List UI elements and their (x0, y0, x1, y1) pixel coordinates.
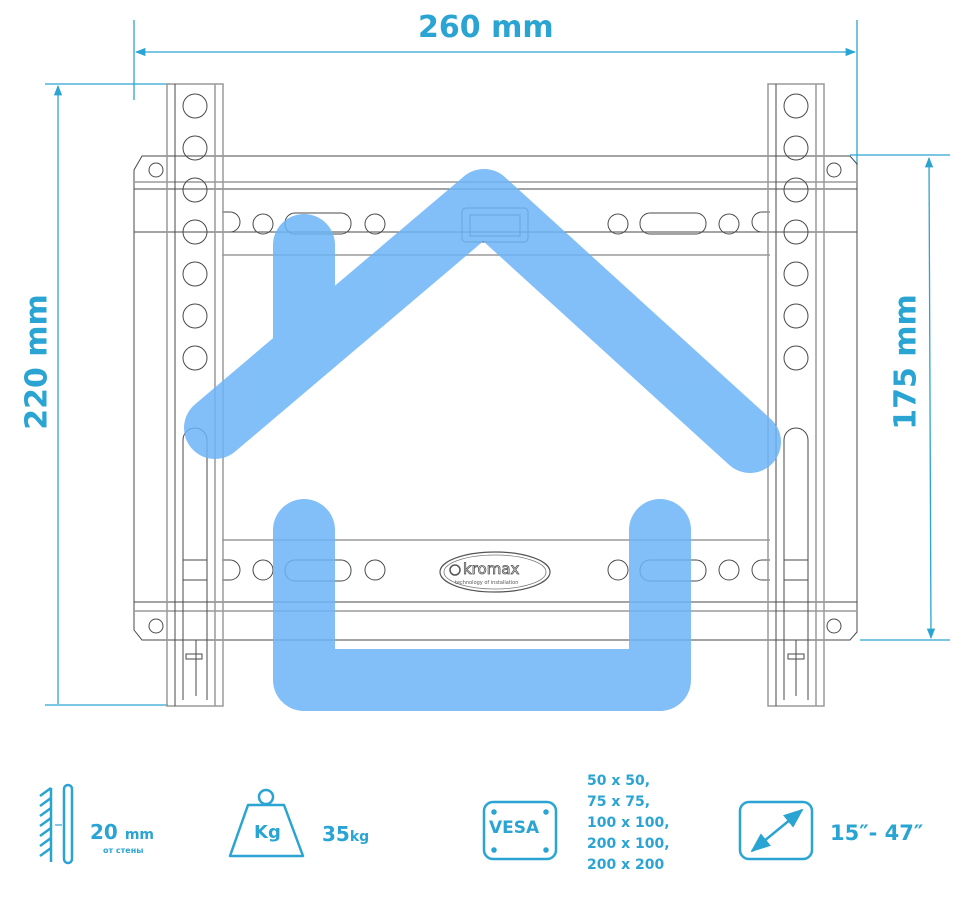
screen-size-icon (738, 800, 814, 861)
height-dimension-label: 220 mm (19, 294, 55, 430)
dimension-lines (45, 20, 950, 706)
wall-distance-number: 20 (90, 820, 118, 844)
wall-distance-sublabel: от стены (103, 846, 144, 855)
vesa-height-dimension-label: 175 mm (888, 294, 924, 430)
vesa-pattern: 50 x 50, (587, 773, 651, 789)
house-overlay-icon (184, 169, 781, 711)
vesa-icon-label: VESA (489, 818, 540, 838)
max-load-unit: kg (349, 829, 370, 845)
svg-text:technology of installation: technology of installation (455, 580, 518, 586)
vesa-patterns-list: 50 x 50, 75 x 75, 100 x 100, 200 x 100, … (587, 771, 670, 876)
wall-distance-unit: mm (124, 827, 154, 843)
wall-distance-value: 20 mm (90, 820, 154, 844)
kromax-logo: kromax technology of installation (439, 551, 551, 593)
max-load-value: 35kg (322, 822, 369, 846)
right-vertical-arm (767, 83, 825, 707)
lower-rail (133, 232, 858, 641)
vesa-pattern: 75 x 75, (587, 794, 651, 810)
max-load-number: 35 (322, 822, 350, 846)
vesa-icon (482, 800, 558, 861)
vesa-pattern: 200 x 100, (587, 836, 670, 852)
width-dimension-label: 260 mm (418, 10, 554, 45)
svg-text:kromax: kromax (463, 560, 520, 578)
vesa-pattern: 200 x 200 (587, 857, 665, 873)
weight-icon-label: Kg (254, 822, 281, 843)
weight-icon (228, 788, 305, 858)
screen-size-range: 15″- 47″ (830, 821, 924, 845)
wall-distance-icon (39, 783, 74, 865)
vesa-pattern: 100 x 100, (587, 815, 670, 831)
